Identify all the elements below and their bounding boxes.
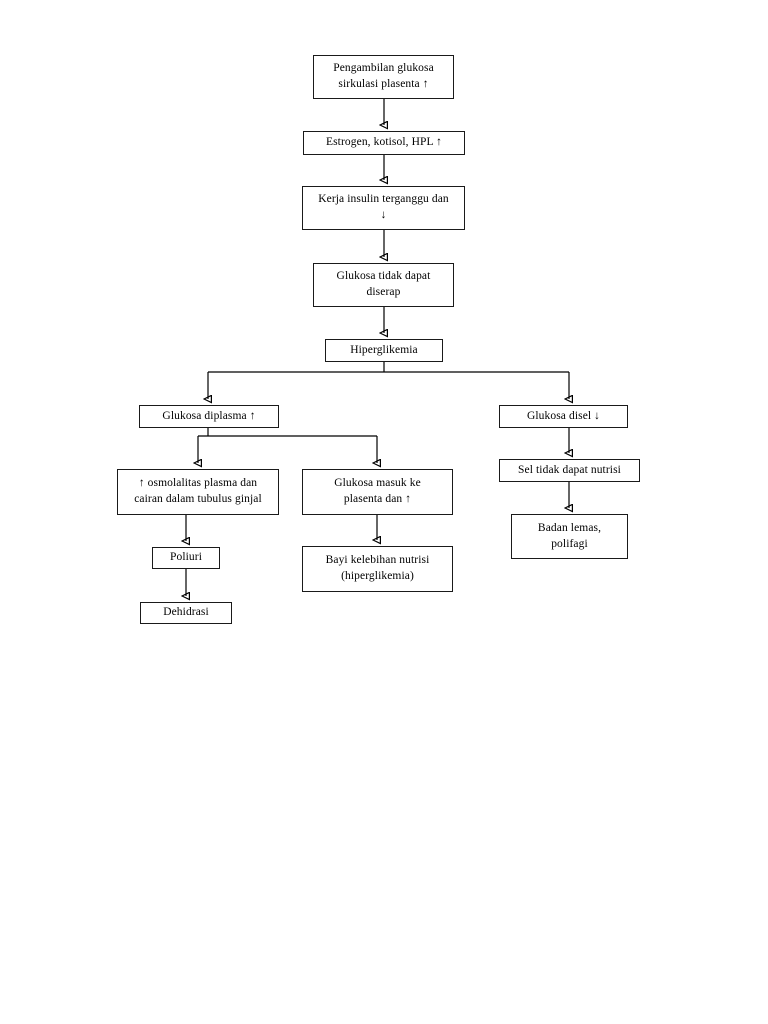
node-label: Hiperglikemia <box>350 343 418 356</box>
node-osmolalitas-plasma: ↑ osmolalitas plasma dan cairan dalam tu… <box>117 469 279 515</box>
node-pengambilan-glukosa: Pengambilan glukosa sirkulasi plasenta ↑ <box>313 55 454 99</box>
node-label: Glukosa tidak dapat diserap <box>336 270 431 298</box>
node-label: Pengambilan glukosa sirkulasi plasenta ↑ <box>333 62 434 90</box>
node-label: Badan lemas, polifagi <box>537 521 602 550</box>
node-label: Sel tidak dapat nutrisi <box>518 463 621 476</box>
node-bayi-kelebihan-nutrisi: Bayi kelebihan nutrisi (hiperglikemia) <box>302 546 453 592</box>
node-label: Kerja insulin terganggu dan ↓ <box>318 193 449 221</box>
node-glukosa-tidak-dapat-diserap: Glukosa tidak dapat diserap <box>313 263 454 307</box>
node-estrogen-kotisol-hpl: Estrogen, kotisol, HPL ↑ <box>303 131 465 155</box>
node-poliuri: Poliuri <box>152 547 220 569</box>
node-glukosa-diplasma: Glukosa diplasma ↑ <box>139 405 279 428</box>
node-glukosa-masuk-plasenta: Glukosa masuk ke plasenta dan ↑ <box>302 469 453 515</box>
node-glukosa-disel: Glukosa disel ↓ <box>499 405 628 428</box>
node-label: Estrogen, kotisol, HPL ↑ <box>325 136 442 149</box>
node-dehidrasi: Dehidrasi <box>140 602 232 624</box>
node-label: Glukosa disel ↓ <box>526 409 601 422</box>
node-label: Glukosa diplasma ↑ <box>162 409 256 422</box>
node-sel-tidak-dapat-nutrisi: Sel tidak dapat nutrisi <box>499 459 640 482</box>
node-hiperglikemia: Hiperglikemia <box>325 339 443 362</box>
node-label: Glukosa masuk ke plasenta dan ↑ <box>334 477 421 505</box>
node-badan-lemas-polifagi: Badan lemas, polifagi <box>511 514 628 559</box>
node-label: Poliuri <box>169 551 202 564</box>
node-label: ↑ osmolalitas plasma dan cairan dalam tu… <box>134 477 262 505</box>
node-kerja-insulin-terganggu: Kerja insulin terganggu dan ↓ <box>302 186 465 230</box>
node-label: Bayi kelebihan nutrisi (hiperglikemia) <box>325 554 430 582</box>
node-label: Dehidrasi <box>163 606 209 619</box>
